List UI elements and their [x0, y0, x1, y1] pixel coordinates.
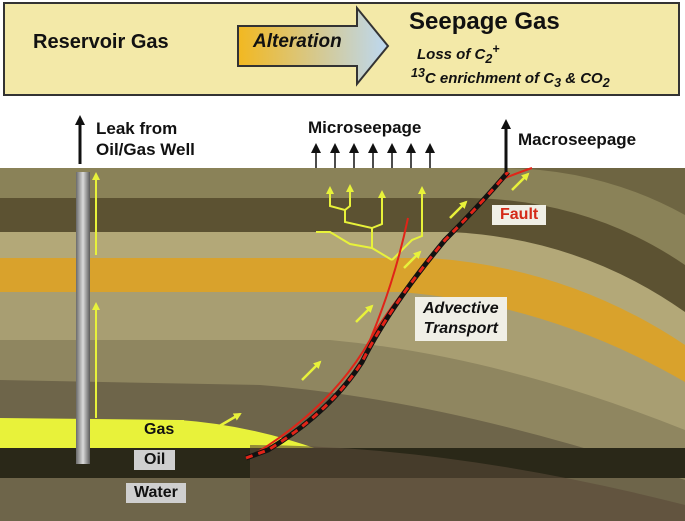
- oil-label: Oil: [134, 450, 176, 470]
- gas-label: Gas: [134, 420, 185, 440]
- migration-arrows: [215, 172, 530, 430]
- leak-label-line1: Leak from: [96, 119, 178, 138]
- microseepage-label: Microseepage: [308, 118, 422, 137]
- fault-line-upper: [504, 167, 533, 179]
- seepage-gas-title: Seepage Gas: [409, 8, 560, 35]
- fault-line-splay: [369, 217, 409, 341]
- microseepage-arrows: [311, 143, 435, 168]
- loss-of-c2-note: Loss of C2+: [417, 42, 500, 66]
- advective-line1: Advective: [423, 300, 499, 317]
- cross-section-diagram: [0, 115, 685, 521]
- summary-banner: Reservoir Gas Alteration Seepage Gas Los…: [3, 2, 680, 96]
- deep-layer: [250, 445, 685, 521]
- water-label: Water: [126, 483, 186, 503]
- leak-label: Leak from Oil/Gas Well: [96, 118, 195, 160]
- micro-migration-paths: [316, 184, 426, 261]
- alteration-arrow: [237, 5, 390, 87]
- advective-line2: Transport: [423, 320, 498, 337]
- well-casing: [76, 172, 90, 464]
- advective-transport-label: Advective Transport: [415, 297, 507, 341]
- fault-label: Fault: [492, 205, 547, 225]
- alteration-label: Alteration: [253, 31, 342, 52]
- c13-enrichment-note: 13C enrichment of C3 & CO2: [411, 66, 610, 90]
- reservoir-gas-label: Reservoir Gas: [33, 31, 169, 53]
- macroseepage-label: Macroseepage: [518, 130, 637, 149]
- leak-label-line2: Oil/Gas Well: [96, 140, 195, 159]
- advective-pathway-dash: [245, 171, 510, 460]
